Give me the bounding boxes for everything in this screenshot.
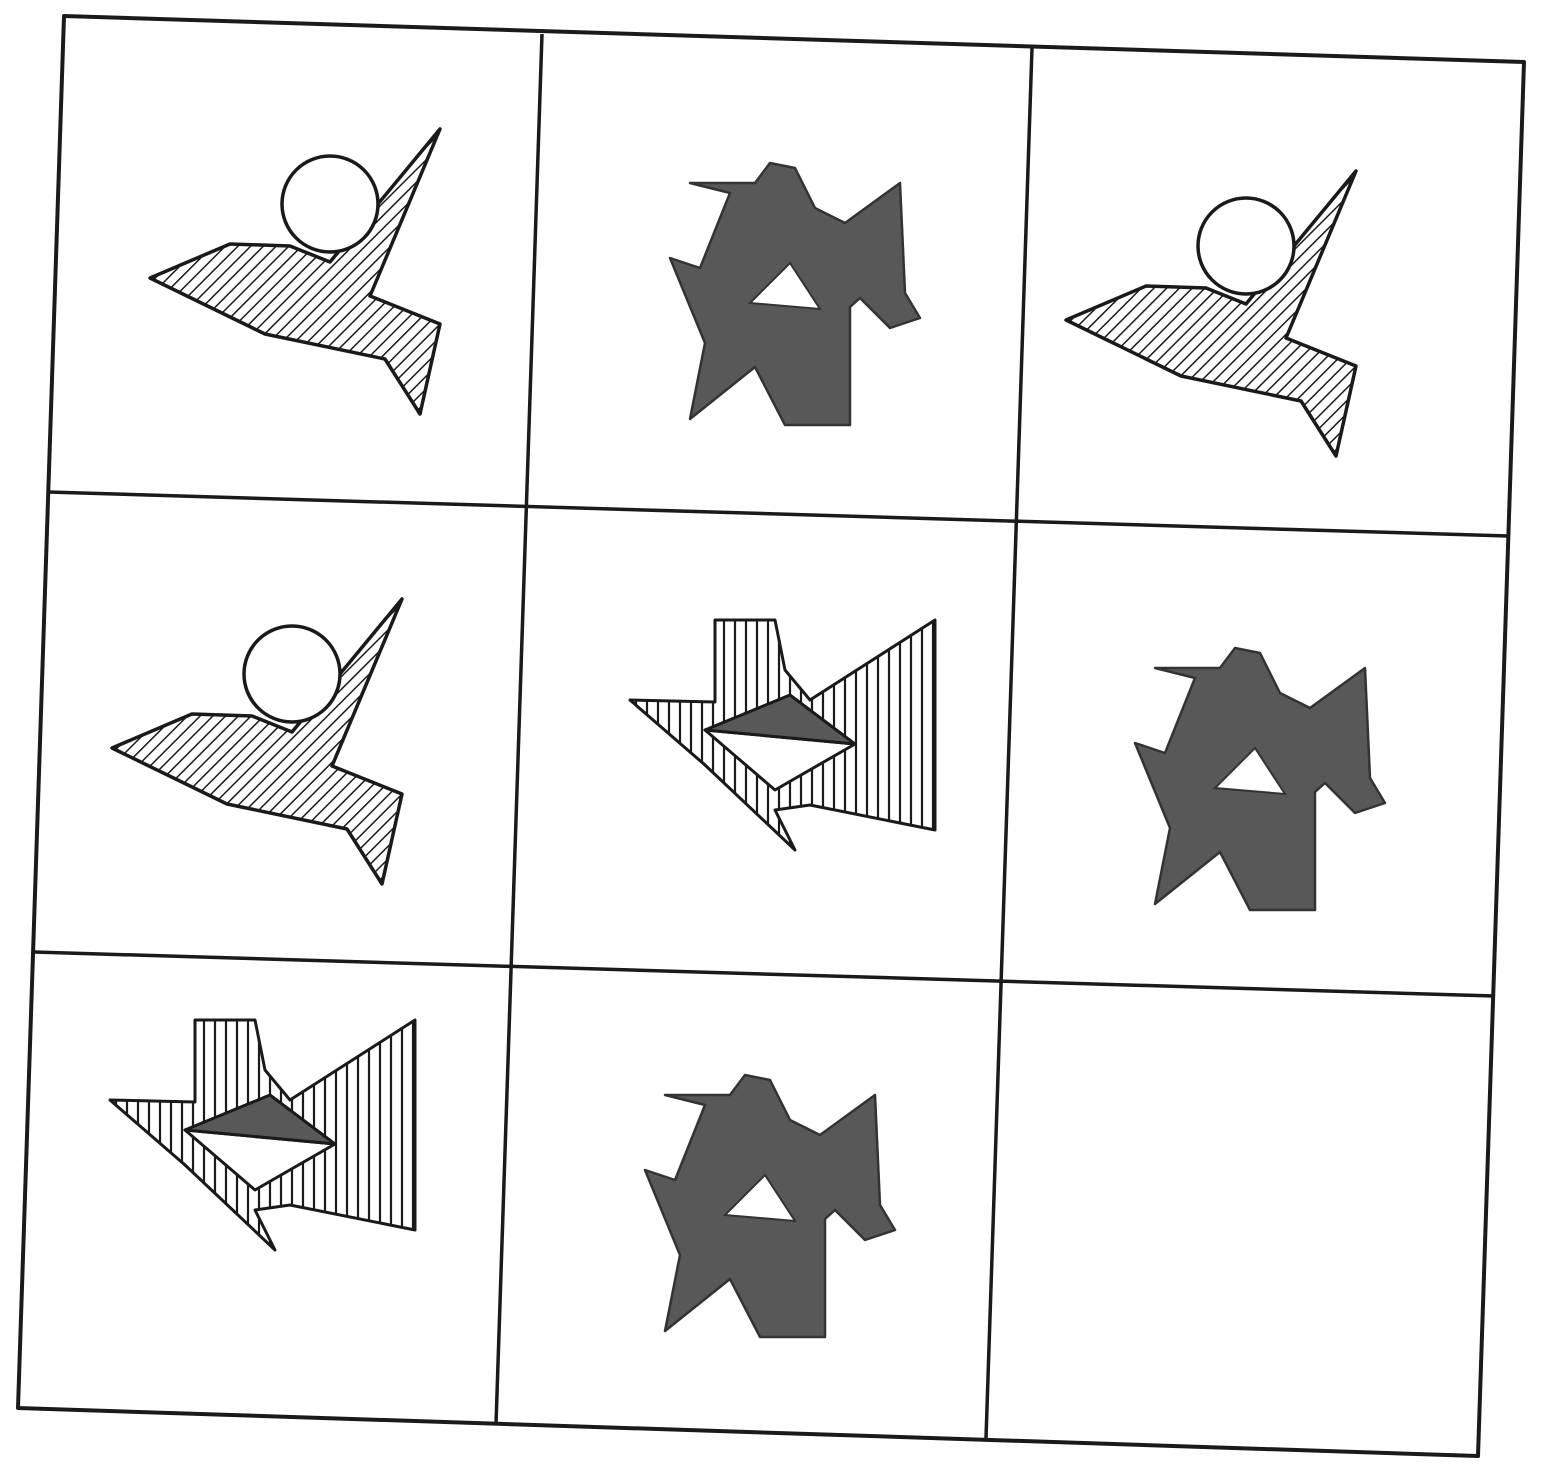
grid-line-horizontal-1 bbox=[47, 490, 1509, 538]
grid-line-vertical-2 bbox=[984, 47, 1034, 1439]
grid-line-vertical-1 bbox=[494, 33, 544, 1425]
grid-line-horizontal-2 bbox=[33, 950, 1495, 998]
